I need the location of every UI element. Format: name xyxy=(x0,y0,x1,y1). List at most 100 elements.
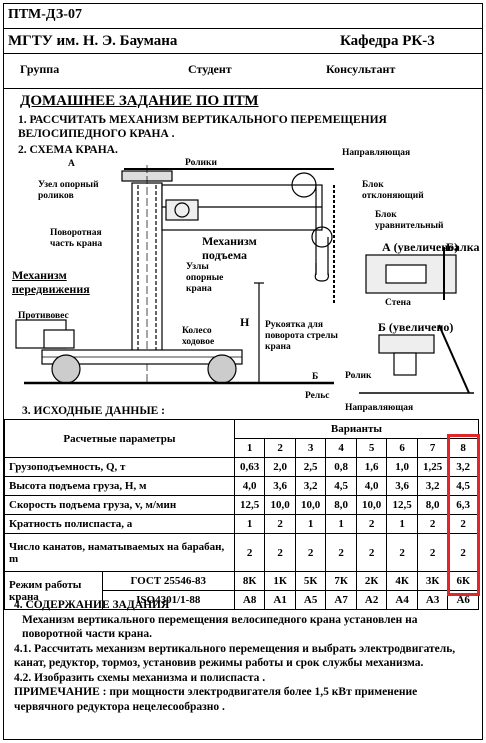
content-intro: Механизм вертикального перемещения велос… xyxy=(22,613,418,641)
value-cell: 1 xyxy=(294,514,327,534)
variant-number-cell: 2 xyxy=(264,438,296,458)
university-name: МГТУ им. Н. Э. Баумана xyxy=(8,33,178,49)
value-cell: 4,5 xyxy=(325,476,357,496)
guide-top-label: Направляющая xyxy=(342,148,411,158)
variant-number-cell: 5 xyxy=(355,438,388,458)
value-cell: А3 xyxy=(416,590,449,610)
value-cell: 3К xyxy=(416,571,449,591)
support-units-label: Узлы опорные крана xyxy=(186,262,224,294)
document-code: ПТМ-ДЗ-07 xyxy=(8,7,82,22)
content-item-4-2: 4.2. Изобразить схемы механизма и полисп… xyxy=(14,671,266,684)
value-cell: 2 xyxy=(233,533,266,572)
variant-number-cell: 3 xyxy=(294,438,327,458)
value-cell: 4,0 xyxy=(233,476,266,496)
page-frame xyxy=(3,3,483,740)
guide-bottom-label: Направляющая xyxy=(345,403,414,413)
value-cell: 2 xyxy=(355,533,388,572)
value-cell: 1,25 xyxy=(416,457,449,477)
wheel-label: Колесо ходовое xyxy=(182,326,215,347)
divider xyxy=(3,28,483,29)
value-cell: 0,8 xyxy=(325,457,357,477)
variant-number-cell: 7 xyxy=(416,438,449,458)
value-cell: 3,6 xyxy=(264,476,296,496)
top-roller-unit-label: Узел опорный роликов xyxy=(38,180,99,201)
value-cell: 12,5 xyxy=(386,495,418,515)
counterweight-label: Противовес xyxy=(18,311,69,321)
value-cell: 5К xyxy=(294,571,327,591)
rotating-part-label: Поворотная часть крана xyxy=(50,228,103,249)
variant-8-highlight xyxy=(447,434,480,596)
param-name-cell: Грузоподъемность, Q, т xyxy=(4,457,235,477)
handle-label: Рукоятка для поворота стрелы крана xyxy=(265,320,338,352)
value-cell: 3,2 xyxy=(416,476,449,496)
beam-label: Балка xyxy=(446,240,480,254)
value-cell: 2 xyxy=(386,533,418,572)
content-heading: 4. СОДЕРЖАНИЕ ЗАДАНИЯ xyxy=(14,599,170,611)
balancing-block-label: Блок уравнительный xyxy=(375,210,444,231)
deflecting-block-label: Блок отклоняющий xyxy=(362,180,424,201)
page-title: ДОМАШНЕЕ ЗАДАНИЕ ПО ПТМ xyxy=(20,93,259,109)
lifting-mechanism-label: Механизм подъема xyxy=(202,234,257,262)
section-b-mark: Б xyxy=(312,372,319,382)
table-row: Число канатов, наматываемых на барабан, … xyxy=(4,533,479,572)
task-3: 3. ИСХОДНЫЕ ДАННЫЕ : xyxy=(22,405,166,417)
group-label: Группа xyxy=(20,62,60,76)
value-cell: 3,6 xyxy=(386,476,418,496)
value-cell: 1К xyxy=(264,571,296,591)
value-cell: 2К xyxy=(355,571,388,591)
value-cell: 2 xyxy=(264,514,296,534)
value-cell: 1,0 xyxy=(386,457,418,477)
mode-label-cell: Режим работы крана xyxy=(4,571,103,610)
value-cell: 10,0 xyxy=(294,495,327,515)
department-name: Кафедра РК-3 xyxy=(340,33,435,49)
param-name-cell: Высота подъема груза, H, м xyxy=(4,476,235,496)
detail-a-label: А (увеличено) xyxy=(382,240,459,254)
value-cell: 10,0 xyxy=(264,495,296,515)
value-cell: 10,0 xyxy=(355,495,388,515)
divider xyxy=(3,88,483,89)
height-label: Н xyxy=(240,315,250,329)
value-cell: 8,0 xyxy=(416,495,449,515)
value-cell: 2 xyxy=(416,514,449,534)
value-cell: 8,0 xyxy=(325,495,357,515)
value-cell: 12,5 xyxy=(233,495,266,515)
crane-scheme xyxy=(15,165,474,394)
variant-number-cell: 6 xyxy=(386,438,418,458)
value-cell: 1 xyxy=(233,514,266,534)
variants-header: Варианты xyxy=(233,419,480,439)
value-cell: 2 xyxy=(416,533,449,572)
variant-number-cell: 4 xyxy=(325,438,357,458)
param-header: Расчетные параметры xyxy=(4,419,235,458)
task-content: 4. СОДЕРЖАНИЕ ЗАДАНИЯ Механизм вертикаль… xyxy=(14,598,476,714)
travel-mechanism-label: Механизм передвижения xyxy=(12,268,90,296)
value-cell: 3,2 xyxy=(294,476,327,496)
value-cell: 1,6 xyxy=(355,457,388,477)
rails-label: Рельс xyxy=(305,391,330,401)
value-cell: 2,5 xyxy=(294,457,327,477)
roller-label: Ролик xyxy=(345,371,372,381)
content-note: ПРИМЕЧАНИЕ : при мощности электродвигате… xyxy=(14,686,418,713)
task-1: 1. РАССЧИТАТЬ МЕХАНИЗМ ВЕРТИКАЛЬНОГО ПЕР… xyxy=(18,114,387,140)
task-2: 2. СХЕМА КРАНА. xyxy=(18,144,118,156)
value-cell: 1 xyxy=(325,514,357,534)
variant-number-cell: 1 xyxy=(233,438,266,458)
rollers-label: Ролики xyxy=(185,158,217,168)
standard-cell: ISO4301/1-88 xyxy=(101,590,235,610)
value-cell: 8К xyxy=(233,571,266,591)
wall-label: Стена xyxy=(385,298,411,308)
param-name-cell: Скорость подъема груза, v, м/мин xyxy=(4,495,235,515)
consultant-label: Консультант xyxy=(326,62,396,76)
divider xyxy=(3,53,483,54)
standard-cell: ГОСТ 25546-83 xyxy=(101,571,235,591)
detail-b-label: Б (увеличено) xyxy=(378,320,454,334)
value-cell: 6К xyxy=(447,571,479,591)
value-cell: 4К xyxy=(386,571,418,591)
value-cell: 0,63 xyxy=(233,457,266,477)
value-cell: 1 xyxy=(386,514,418,534)
